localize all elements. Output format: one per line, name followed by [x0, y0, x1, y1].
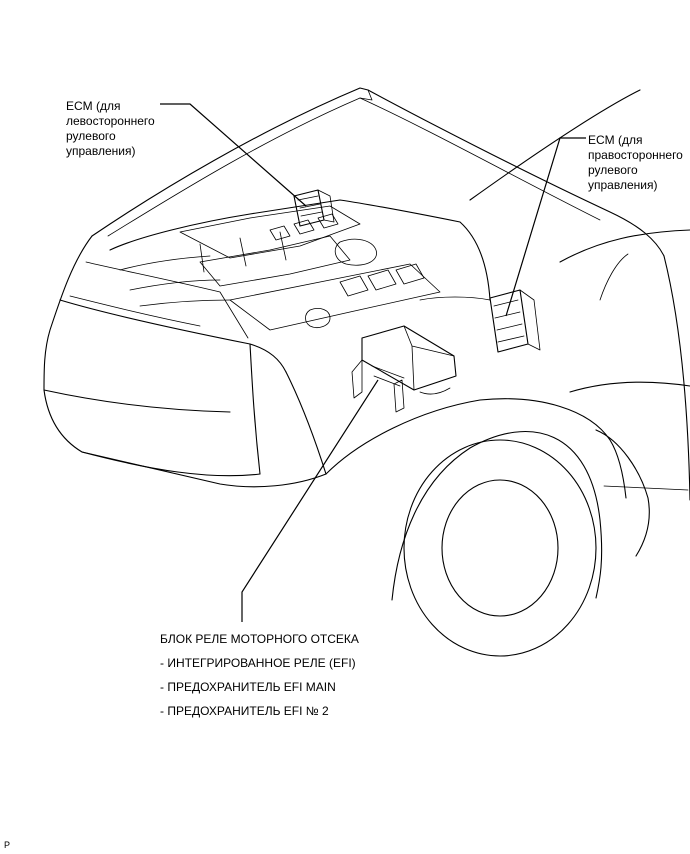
label-ecm-right: ECM (для правостороннего рулевого управл…	[588, 133, 683, 193]
leader-ecm-left	[160, 103, 307, 207]
label-relay-block: БЛОК РЕЛЕ МОТОРНОГО ОТСЕКА - ИНТЕГРИРОВА…	[160, 627, 359, 723]
relay-block-item-efi-relay: - ИНТЕГРИРОВАННОЕ РЕЛЕ (EFI)	[160, 656, 356, 670]
label-ecm-left-line-3: рулевого	[66, 129, 116, 143]
label-ecm-left-line-1: ECM (для	[66, 99, 121, 113]
ecm-left	[293, 189, 335, 227]
windshield	[469, 89, 690, 301]
label-ecm-right-line-1: ECM (для	[588, 133, 643, 147]
hood	[91, 87, 665, 257]
relay-block-item-efi-main-fuse: - ПРЕДОХРАНИТЕЛЬ EFI MAIN	[160, 680, 336, 694]
relay-block-title: БЛОК РЕЛЕ МОТОРНОГО ОТСЕКА	[160, 632, 359, 646]
label-ecm-right-line-4: управления)	[588, 178, 658, 192]
ecm-right	[489, 289, 541, 353]
relay-block-item-efi-no2-fuse: - ПРЕДОХРАНИТЕЛЬ EFI № 2	[160, 704, 329, 718]
engine	[109, 199, 491, 331]
leader-ecm-right	[505, 137, 586, 317]
label-ecm-right-line-3: рулевого	[588, 163, 638, 177]
car-body	[43, 235, 690, 601]
leader-relay-block	[241, 379, 379, 622]
front-wheel	[403, 439, 597, 657]
label-ecm-left-line-4: управления)	[66, 144, 136, 158]
page-code: P	[4, 840, 11, 850]
relay-block	[351, 325, 457, 413]
label-ecm-right-line-2: правостороннего	[588, 148, 683, 162]
label-ecm-left: ECM (для левостороннего рулевого управле…	[66, 99, 155, 159]
label-ecm-left-line-2: левостороннего	[66, 114, 155, 128]
